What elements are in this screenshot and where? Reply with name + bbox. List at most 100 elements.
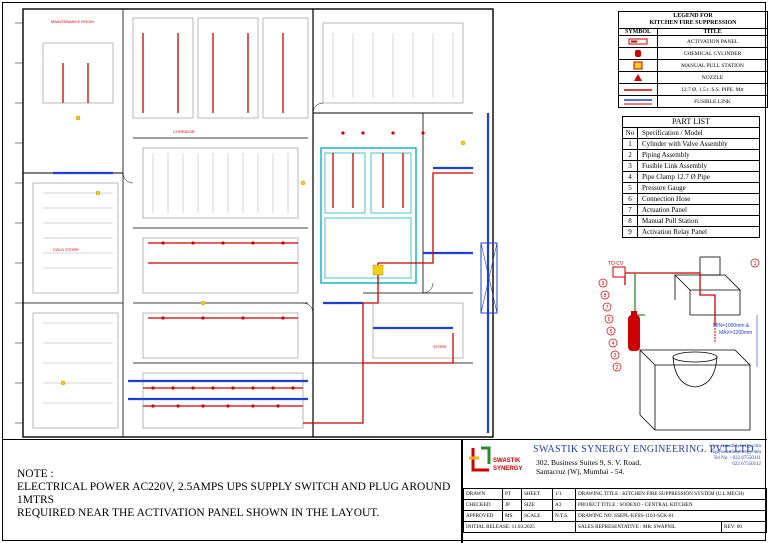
part-spec: Connection Hose: [642, 195, 691, 203]
part-row: 5 Pressure Gauge: [623, 183, 759, 194]
drawn-value: PT: [502, 488, 522, 500]
callout-4: 4: [612, 341, 615, 347]
company-tel: Tel No. - 022 67550111: [713, 456, 761, 461]
part-col-spec: Specification / Model: [642, 129, 703, 137]
part-no: 5: [623, 183, 638, 193]
initial-release: INITIAL RELEASE: 11.03.2025: [463, 521, 576, 533]
part-col-no: No: [623, 128, 638, 138]
label-cold-store: COLD STORE: [53, 247, 79, 252]
part-spec: Actuation Panel: [642, 206, 687, 214]
floor-plan-drawing: MAINTENANCE ROOM CORRIDOR STORE COLD STO…: [15, 8, 498, 438]
scale-label: SCALE: [521, 510, 553, 522]
company-contact: www.swastiksynergy.com hq@swastiksynergy…: [709, 444, 761, 468]
address-line-2: Santacruz (W), Mumbai - 54.: [536, 467, 625, 476]
logo-text-2: SYNERGY: [493, 466, 522, 472]
callout-8: 8: [604, 293, 607, 299]
swastik-logo-icon: SWASTIK SYNERGY: [469, 446, 522, 472]
part-no: 4: [623, 172, 638, 182]
legend-table: LEGEND FOR KITCHEN FIRE SUPPRESSION SYMB…: [618, 11, 768, 108]
checked-value: JP: [502, 499, 522, 511]
part-spec: Piping Assembly: [642, 151, 690, 159]
sheet-label: SHEET: [521, 488, 553, 500]
callout-5: 5: [610, 329, 613, 335]
part-no: 6: [623, 194, 638, 204]
isometric-drawing: MIN=1000mm & MAX=1200mm TO CV 9 8 7 6 5 …: [598, 256, 760, 431]
part-no: 7: [623, 205, 638, 215]
part-no: 1: [623, 139, 638, 149]
company-logo: SWASTIK SYNERGY: [467, 444, 525, 484]
logo-text-1: SWASTIK: [493, 458, 521, 464]
company-email[interactable]: hq@swastiksynergy.com: [711, 450, 761, 455]
title-block-row: INITIAL RELEASE: 11.03.2025 SALES REPRES…: [463, 521, 767, 533]
label-maintenance-room: MAINTENANCE ROOM: [51, 19, 94, 24]
company-fax: 022 67550112: [732, 462, 761, 467]
size-value: A3: [552, 499, 576, 511]
callout-6: 6: [608, 317, 611, 323]
activation-panel-icon: [619, 36, 658, 47]
part-spec: Activation Relay Panel: [642, 228, 707, 236]
company-address: 302, Business Suites 9, S. V. Road, Sant…: [536, 458, 641, 476]
part-row: 2 Piping Assembly: [623, 150, 759, 161]
part-spec: Manual Pull Station: [642, 217, 698, 225]
part-row: 7 Actuation Panel: [623, 205, 759, 216]
part-no: 3: [623, 161, 638, 171]
legend-item-title: ACTIVATION PANEL: [686, 38, 739, 45]
legend-row: MANUAL PULL STATION: [619, 60, 767, 72]
part-spec: Pressure Gauge: [642, 184, 686, 192]
company-block: SWASTIK SYNERGY SWASTIK SYNERGY ENGINEER…: [463, 440, 767, 489]
revision: REV: 00: [721, 521, 767, 533]
callout-3: 3: [614, 353, 617, 359]
legend-row: CHEMICAL CYLINDER: [619, 48, 767, 60]
sheet-value: 1/1: [552, 488, 576, 500]
address-line-1: 302, Business Suites 9, S. V. Road,: [536, 458, 641, 467]
approved-label: APPROVED: [463, 510, 503, 522]
legend-row: ACTIVATION PANEL: [619, 36, 767, 48]
part-row: 9 Activation Relay Panel: [623, 227, 759, 237]
part-row: 4 Pipe Clamp 12.7 Ø Pipe: [623, 172, 759, 183]
company-website[interactable]: www.swastiksynergy.com: [708, 444, 761, 449]
nozzle-icon: [619, 72, 658, 83]
project-title: PROJECT TITLE : SODEXO - CENTRAL KITCHEN: [575, 499, 767, 511]
drawing-footer: NOTE : ELECTRICAL POWER AC220V, 2.5AMPS …: [3, 439, 767, 543]
pipe-line-icon: [619, 84, 658, 95]
scale-value: N.T.S.: [552, 510, 576, 522]
legend-row: 12.7 Ø, 1.5 t. S.S. PIPE. Mtr: [619, 84, 767, 96]
legend-item-title: 12.7 Ø, 1.5 t. S.S. PIPE. Mtr: [681, 86, 744, 93]
drawing-number: DRAWING NO: SSEPL-KFSS-1103-SCK-01: [575, 510, 767, 522]
legend-row: FUSIBLE LINK: [619, 96, 767, 107]
title-block-table: DRAWN PT SHEET 1/1 DRAWING TITLE : KITCH…: [463, 488, 767, 533]
max-height-label: MAX=1200mm: [719, 330, 752, 336]
kitchen-floor-plan: MAINTENANCE ROOM CORRIDOR STORE COLD STO…: [3, 3, 618, 438]
callout-7: 7: [606, 305, 609, 311]
title-block-row: DRAWN PT SHEET 1/1 DRAWING TITLE : KITCH…: [463, 488, 767, 500]
part-no: 2: [623, 150, 638, 160]
part-list-header: No Specification / Model: [623, 128, 759, 139]
approved-value: MS: [502, 510, 522, 522]
label-store: STORE: [433, 344, 447, 349]
part-no: 9: [623, 227, 638, 237]
title-block-row: APPROVED MS SCALE N.T.S. DRAWING NO: SSE…: [463, 510, 767, 522]
note-heading: NOTE :: [17, 468, 54, 480]
sales-representative: SALES REPRESENTATIVE : MR. SWAPNIL: [575, 521, 722, 533]
drawing-title: DRAWING TITLE : KITCHEN FIRE SUPPRESSION…: [575, 488, 767, 500]
legend-title-line1: LEGEND FOR: [673, 13, 713, 19]
callout-1: 1: [754, 261, 757, 267]
note-line-2: REQUIRED NEAR THE ACTIVATION PANEL SHOWN…: [17, 507, 380, 519]
fusible-link-icon: [619, 96, 658, 107]
size-label: SIZE: [521, 499, 553, 511]
part-spec: Pipe Clamp 12.7 Ø Pipe: [642, 173, 710, 181]
note-block: NOTE : ELECTRICAL POWER AC220V, 2.5AMPS …: [17, 468, 457, 520]
drawn-label: DRAWN: [463, 488, 503, 500]
note-line-1: ELECTRICAL POWER AC220V, 2.5AMPS UPS SUP…: [17, 481, 451, 506]
part-list-title: PART LIST: [623, 117, 759, 128]
checked-label: CHECKED: [463, 499, 503, 511]
callout-2: 2: [616, 365, 619, 371]
manual-pull-station-icon: [619, 60, 658, 71]
isometric-detail: MIN=1000mm & MAX=1200mm TO CV 9 8 7 6 5 …: [595, 255, 765, 435]
company-name: SWASTIK SYNERGY ENGINEERING. PVT. LTD.: [533, 444, 757, 455]
legend-column-header: SYMBOL TITLE: [619, 29, 767, 36]
